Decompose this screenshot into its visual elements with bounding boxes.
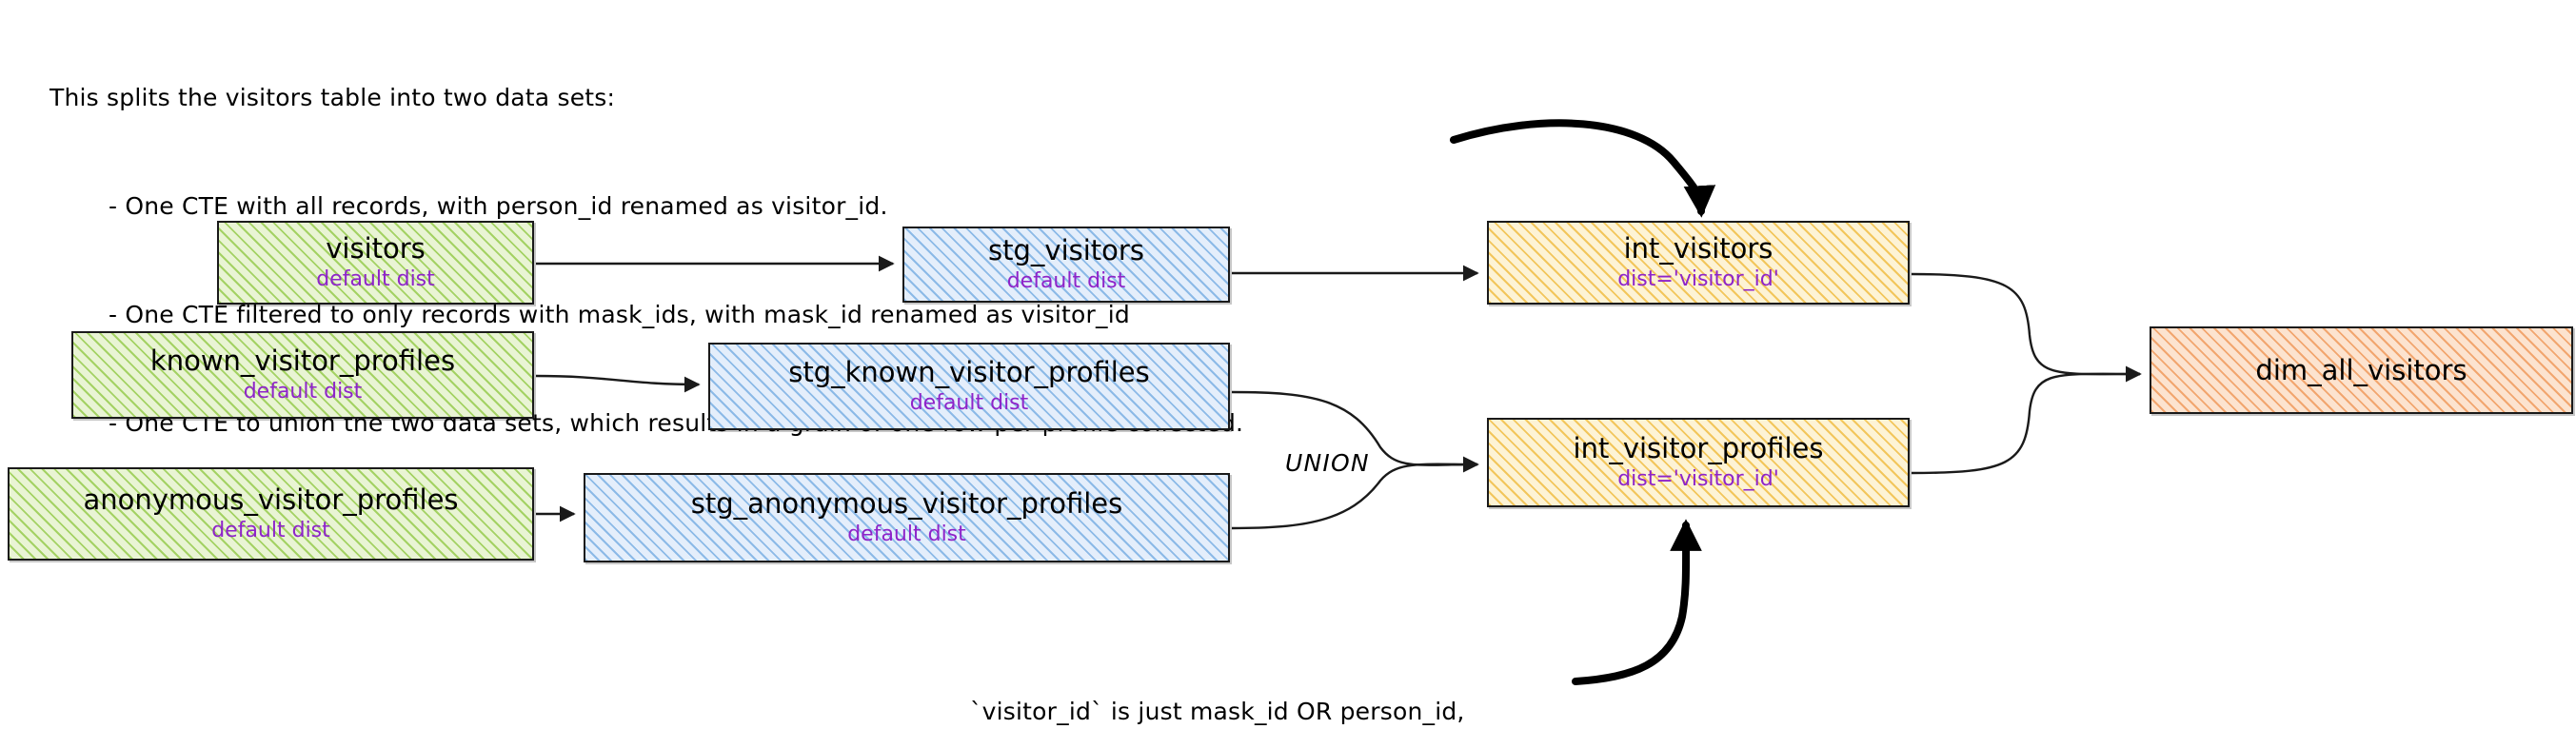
node-visitors-subtitle: default dist xyxy=(316,267,435,291)
edge-int-visitors-to-dim-all-visitors xyxy=(1911,272,2142,383)
node-dim-all-visitors[interactable]: dim_all_visitors xyxy=(2150,326,2573,414)
node-stg-anonymous-visitor-profiles[interactable]: stg_anonymous_visitor_profiles default d… xyxy=(584,473,1230,562)
node-stg-known-visitor-profiles[interactable]: stg_known_visitor_profiles default dist xyxy=(708,343,1230,430)
node-int-visitor-profiles[interactable]: int_visitor_profiles dist='visitor_id' xyxy=(1487,418,1910,507)
bottom-line-1: `visitor_id` is just mask_id OR person_i… xyxy=(969,698,1465,725)
node-known-visitor-profiles-subtitle: default dist xyxy=(243,380,363,404)
intro-line-3: - One CTE filtered to only records with … xyxy=(109,301,1130,328)
node-visitors[interactable]: visitors default dist xyxy=(217,221,534,305)
node-stg-visitors-title: stg_visitors xyxy=(988,234,1144,266)
node-anonymous-visitor-profiles-title: anonymous_visitor_profiles xyxy=(83,483,459,516)
intro-line-1: This splits the visitors table into two … xyxy=(50,84,616,111)
node-stg-known-visitor-profiles-title: stg_known_visitor_profiles xyxy=(788,356,1150,388)
node-int-visitors-title: int_visitors xyxy=(1623,232,1773,265)
union-edge-label: UNION xyxy=(1285,449,1370,477)
edge-int-visitor-profiles-to-dim-all-visitors xyxy=(1911,365,2142,475)
node-stg-visitors[interactable]: stg_visitors default dist xyxy=(902,227,1230,303)
node-stg-known-visitor-profiles-subtitle: default dist xyxy=(909,391,1029,415)
node-int-visitor-profiles-subtitle: dist='visitor_id' xyxy=(1617,467,1779,491)
node-known-visitor-profiles[interactable]: known_visitor_profiles default dist xyxy=(71,331,534,419)
node-dim-all-visitors-title: dim_all_visitors xyxy=(2255,354,2467,386)
node-visitors-title: visitors xyxy=(326,232,426,265)
node-int-visitors-subtitle: dist='visitor_id' xyxy=(1617,267,1779,291)
node-stg-anonymous-visitor-profiles-subtitle: default dist xyxy=(847,522,966,546)
intro-line-2: - One CTE with all records, with person_… xyxy=(109,192,888,220)
node-stg-visitors-subtitle: default dist xyxy=(1006,269,1126,293)
callout-arrow-to-int-visitor-profiles xyxy=(1572,519,1702,685)
node-known-visitor-profiles-title: known_visitor_profiles xyxy=(149,345,456,377)
node-anonymous-visitor-profiles-subtitle: default dist xyxy=(211,519,330,542)
node-int-visitors[interactable]: int_visitors dist='visitor_id' xyxy=(1487,221,1910,305)
callout-arrow-to-int-visitors xyxy=(1450,119,1716,218)
bottom-annotation: `visitor_id` is just mask_id OR person_i… xyxy=(938,626,1497,749)
node-stg-anonymous-visitor-profiles-title: stg_anonymous_visitor_profiles xyxy=(690,487,1123,520)
node-int-visitor-profiles-title: int_visitor_profiles xyxy=(1573,432,1824,464)
node-anonymous-visitor-profiles[interactable]: anonymous_visitor_profiles default dist xyxy=(8,467,534,561)
